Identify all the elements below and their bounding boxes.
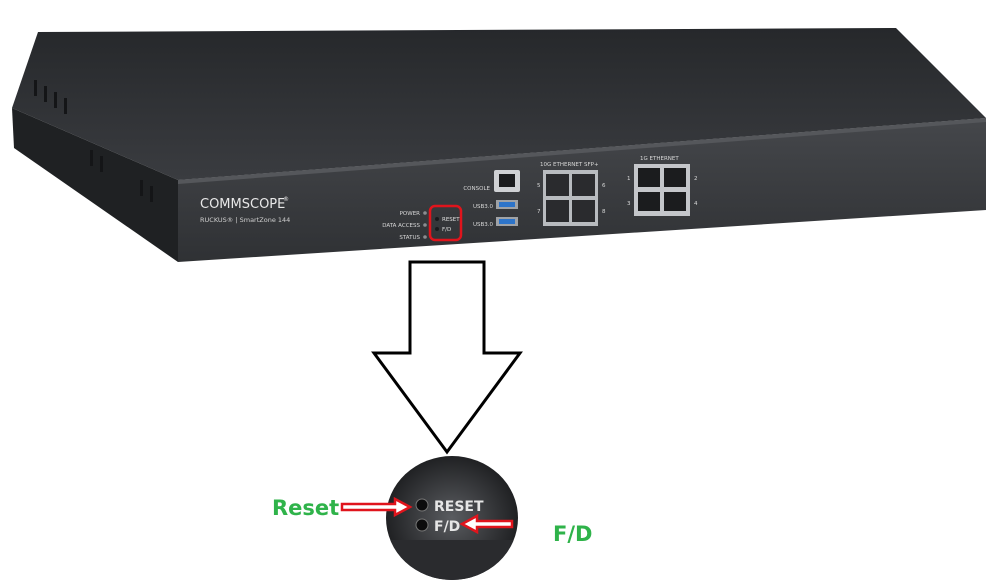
sfp-numbers: 5 6 7 8 [537,183,606,215]
status-led [423,235,427,239]
svg-text:4: 4 [694,201,698,207]
zoom-reset-label: RESET [434,499,484,515]
svg-text:3: 3 [627,201,631,207]
highlight-box [428,204,463,242]
sfp-port-8 [572,200,595,222]
usb-bottom-label: USB3.0 [473,222,494,228]
sfp-ports[interactable] [546,174,595,222]
front-bezel-line [178,118,986,184]
svg-text:7: 7 [537,209,541,215]
fd-label: F/D [442,227,451,233]
led-label-power: POWER [400,211,421,217]
chassis-top [12,28,986,180]
reset-arrow [340,496,413,518]
reset-button[interactable] [435,217,439,221]
led-label-status: STATUS [399,235,420,241]
eth-ports[interactable] [638,168,686,211]
eth-title: 1G ETHERNET [640,156,679,162]
down-arrow [371,260,523,455]
zoom-fd-hole [415,518,429,532]
eth-port-1 [638,168,660,187]
brand-logo: COMMSCOPE [200,197,285,212]
data-access-led [423,223,427,227]
svg-text:1: 1 [627,176,631,182]
led-labels: POWER DATA ACCESS STATUS [382,211,420,241]
zoom-reset-hole [415,498,429,512]
svg-text:5: 5 [537,183,541,189]
eth-port-3 [638,192,660,211]
svg-text:8: 8 [602,209,606,215]
svg-text:6: 6 [602,183,606,189]
fd-annotation: F/D [553,522,592,546]
zoom-fd-label: F/D [434,519,460,535]
chassis-side [12,108,178,262]
reset-label: RESET [442,217,460,223]
svg-text:2: 2 [694,176,698,182]
fd-button[interactable] [435,227,439,231]
model-line: RUCKUS® | SmartZone 144 [200,216,290,224]
led-label-data-access: DATA ACCESS [382,223,420,229]
sfp-port-5 [546,174,569,196]
eth-port-2 [664,168,686,187]
side-vents [34,80,153,202]
sfp-port-6 [572,174,595,196]
console-label: CONSOLE [463,186,490,192]
sfp-port-7 [546,200,569,222]
usb-top-label: USB3.0 [473,204,494,210]
brand-mark: ® [283,196,289,203]
eth-port-4 [664,192,686,211]
power-led [423,211,427,215]
eth-numbers: 1 2 3 4 [627,176,698,207]
reset-annotation: Reset [272,496,339,520]
status-leds [423,211,427,239]
sfp-title: 10G ETHERNET SFP+ [540,162,599,168]
fd-arrow [459,513,514,535]
